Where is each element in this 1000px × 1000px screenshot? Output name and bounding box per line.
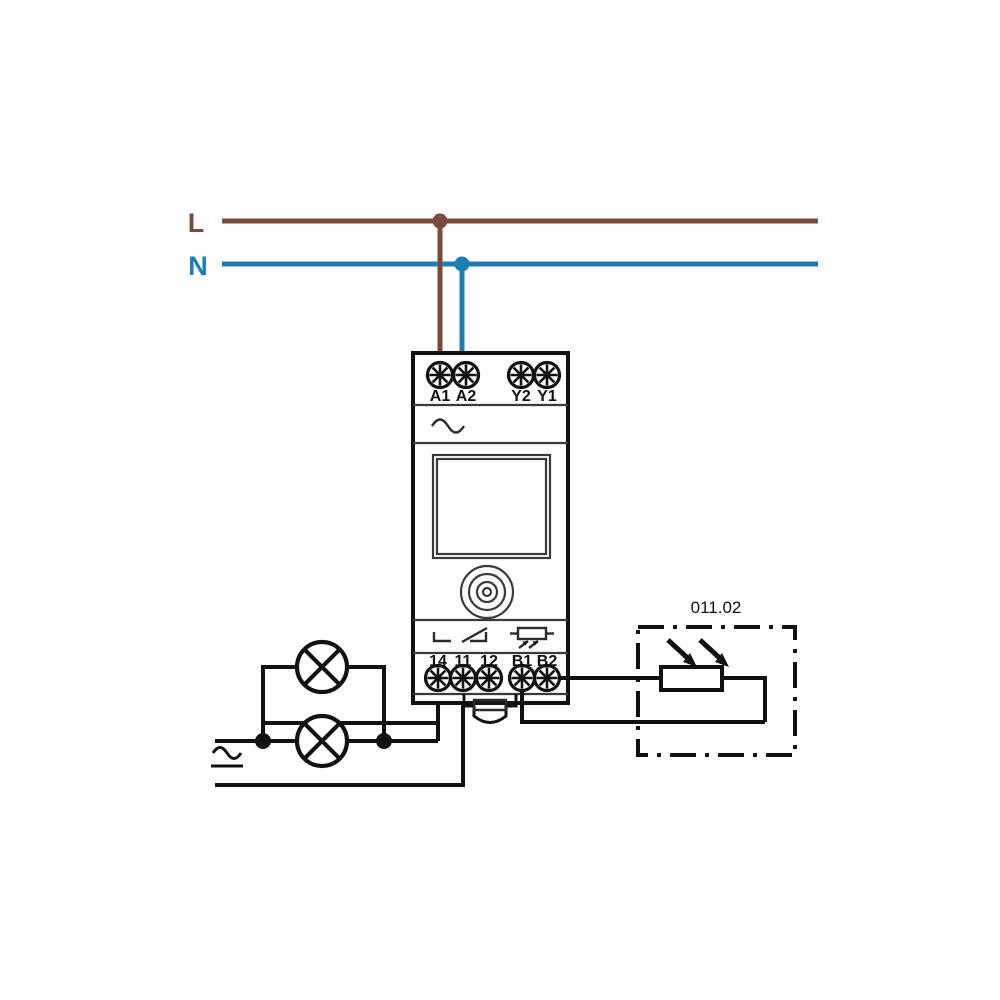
wire-B1-to-ldr-return bbox=[520, 690, 765, 724]
wire-ldr-return-loop bbox=[722, 676, 767, 722]
top-terminal-block: A1 A2 Y2 Y1 bbox=[425, 360, 562, 405]
light-arrow-2-head bbox=[715, 653, 729, 667]
lcd-display bbox=[431, 453, 552, 560]
terminal-A1[interactable] bbox=[425, 360, 455, 390]
lamp-upper bbox=[294, 639, 350, 695]
wire-11-to-return-rail bbox=[215, 690, 465, 787]
ldr-resistor-body bbox=[659, 665, 724, 692]
ldr-symbol bbox=[510, 626, 554, 649]
din-rail-clip bbox=[462, 694, 518, 724]
terminal-label-Y2: Y2 bbox=[511, 388, 531, 405]
terminal-label-Y1: Y1 bbox=[537, 388, 557, 405]
din-rail-time-relay: A1 A2 Y2 Y1 bbox=[411, 351, 570, 724]
sensor-wiring bbox=[520, 676, 765, 724]
rotary-knob[interactable] bbox=[459, 564, 515, 620]
sensor-light-arrows bbox=[666, 638, 729, 667]
junction-dot-L bbox=[432, 213, 448, 229]
terminal-Y1[interactable] bbox=[532, 360, 562, 390]
terminal-Y2[interactable] bbox=[506, 360, 536, 390]
ac-supply-symbol bbox=[430, 418, 466, 434]
terminal-B2[interactable] bbox=[532, 663, 562, 693]
terminal-11[interactable] bbox=[448, 663, 478, 693]
terminal-label-A2: A2 bbox=[456, 388, 477, 405]
terminal-label-A1: A1 bbox=[430, 388, 451, 405]
twilight-sensor: 011.02 bbox=[636, 598, 797, 757]
changeover-contact-symbol bbox=[432, 626, 488, 644]
lamp-lower bbox=[294, 713, 350, 769]
supply-rails: L N bbox=[188, 208, 818, 356]
sensor-enclosure bbox=[636, 625, 797, 757]
rail-label-L: L bbox=[188, 208, 205, 238]
sensor-label: 011.02 bbox=[691, 598, 742, 617]
junction-right bbox=[376, 733, 392, 749]
wire-lamp-upper-branch bbox=[261, 665, 297, 741]
terminal-14[interactable] bbox=[423, 663, 453, 693]
ac-dc-supply-symbol bbox=[211, 746, 243, 768]
terminal-A2[interactable] bbox=[451, 360, 481, 390]
light-arrow-1-head bbox=[683, 653, 697, 667]
wire-lamp-upper-branch-right bbox=[347, 665, 386, 741]
junction-dot-N bbox=[454, 256, 470, 272]
rail-label-N: N bbox=[188, 251, 208, 281]
terminal-B1[interactable] bbox=[507, 663, 537, 693]
terminal-12[interactable] bbox=[474, 663, 504, 693]
bottom-terminal-block: 14 11 12 B1 B2 bbox=[423, 653, 562, 693]
junction-left bbox=[255, 733, 271, 749]
ldr-light-arrows bbox=[518, 640, 539, 649]
